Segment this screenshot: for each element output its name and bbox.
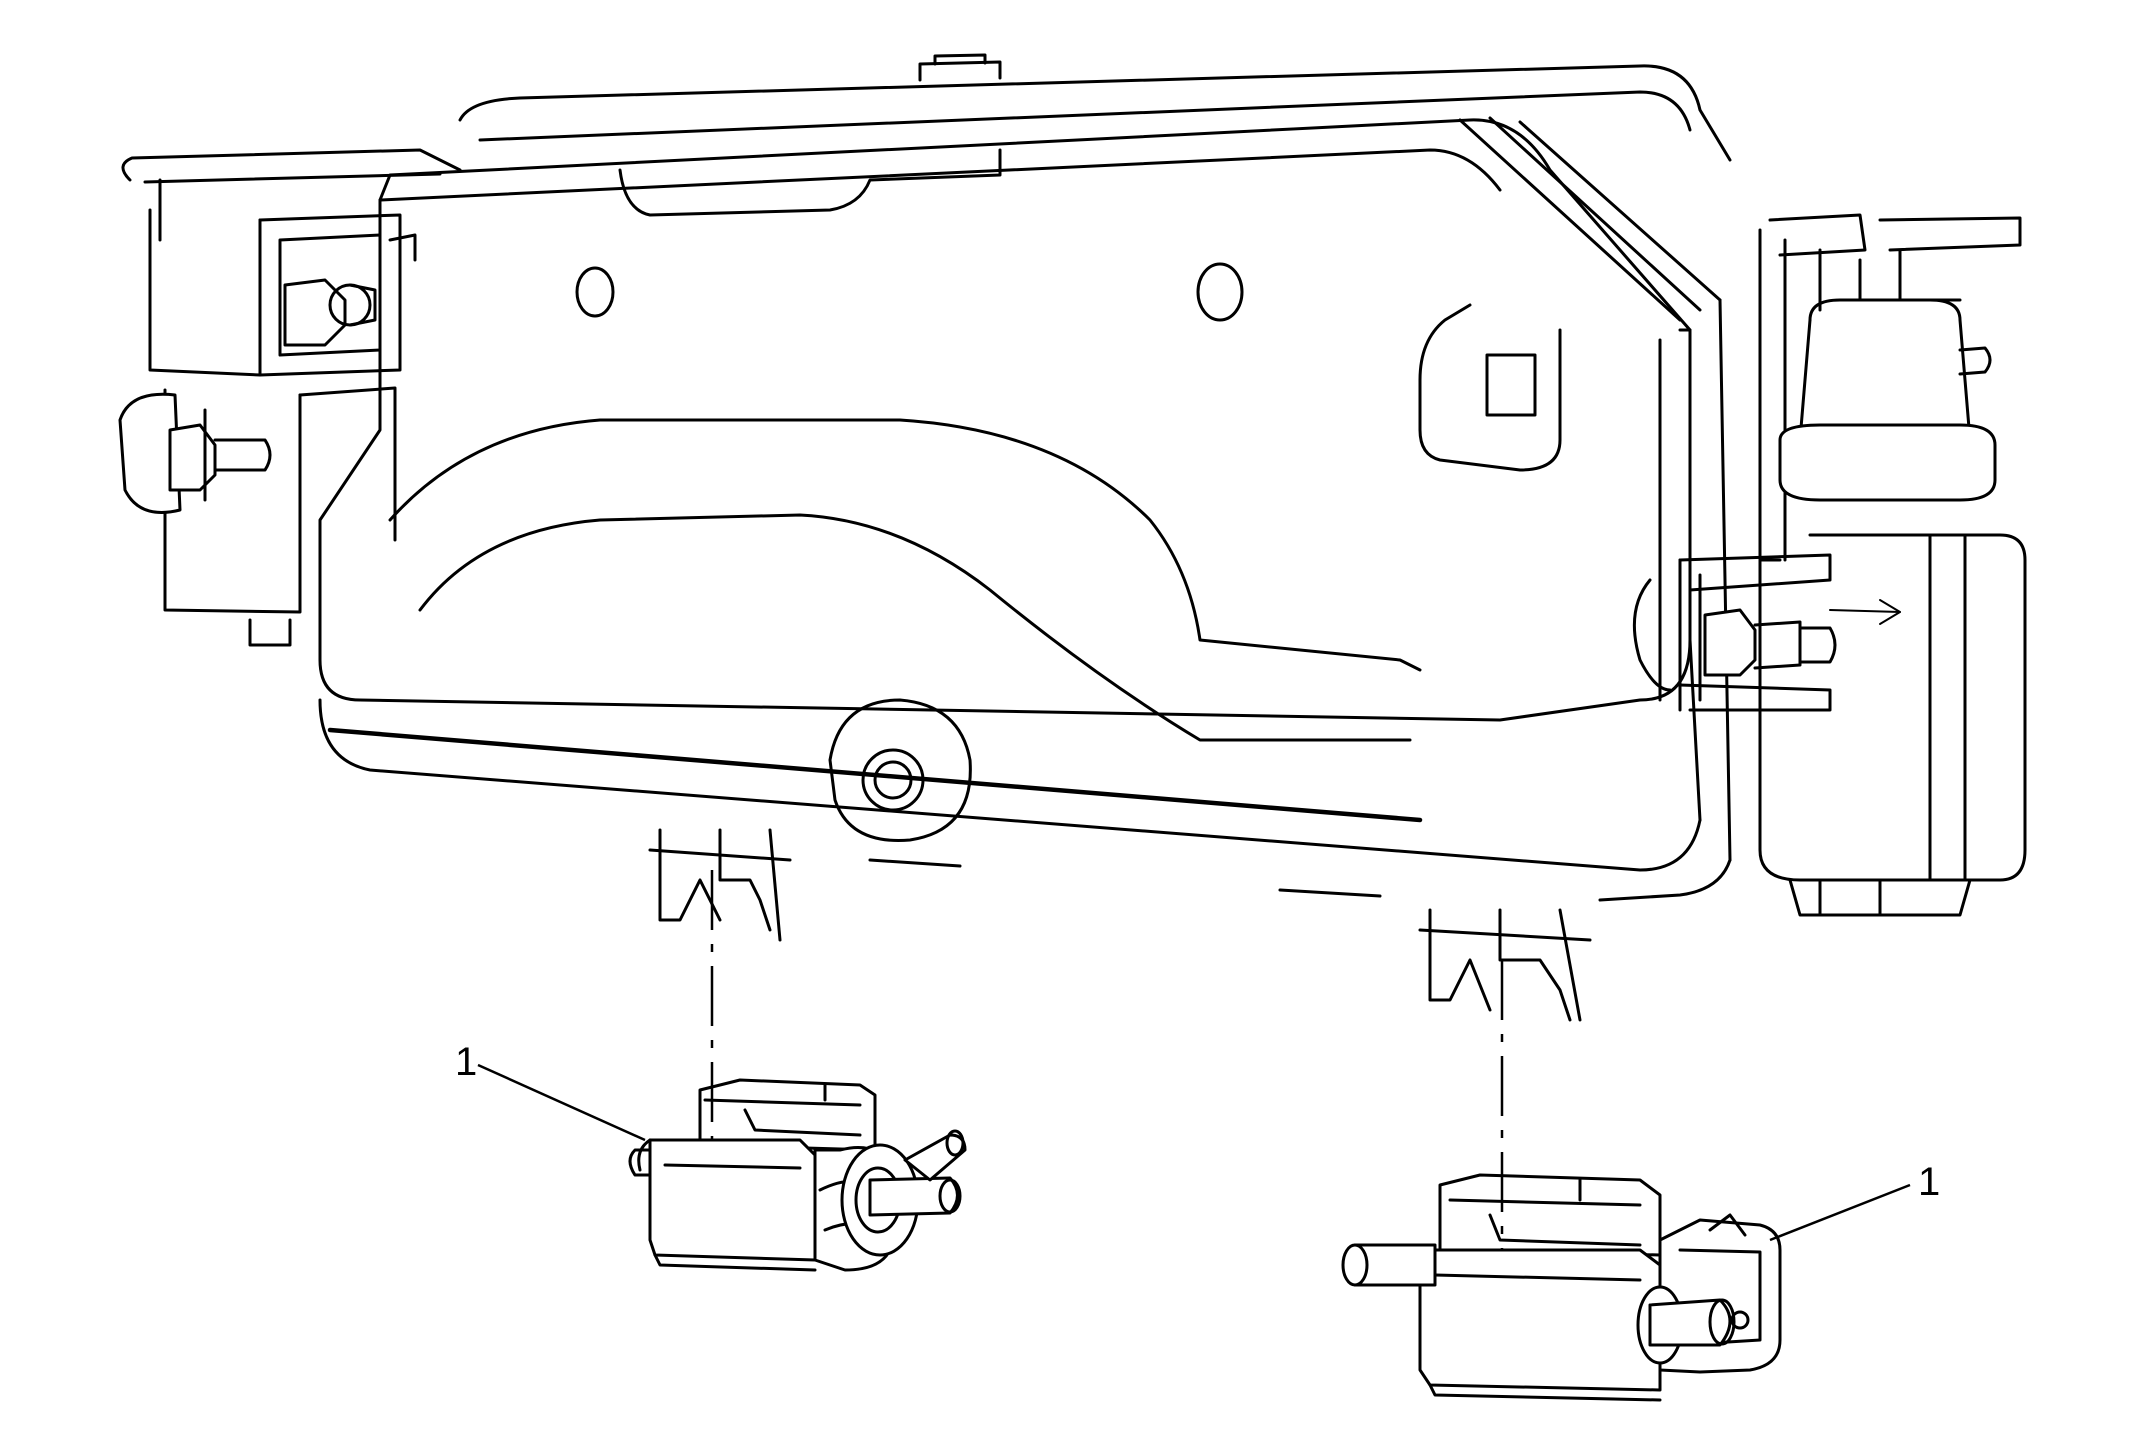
callout-right: 1 xyxy=(1769,1160,1940,1242)
right-purge-solenoid xyxy=(1632,213,2027,917)
callout-left-label: 1 xyxy=(455,1040,477,1084)
left-solenoid-valve xyxy=(628,1078,967,1272)
callout-right-label: 1 xyxy=(1918,1160,1940,1204)
right-solenoid-valve xyxy=(1341,1173,1782,1402)
canister-housing xyxy=(121,53,1732,1022)
callout-left: 1 xyxy=(455,1040,646,1142)
left-mount-brackets xyxy=(118,208,417,647)
